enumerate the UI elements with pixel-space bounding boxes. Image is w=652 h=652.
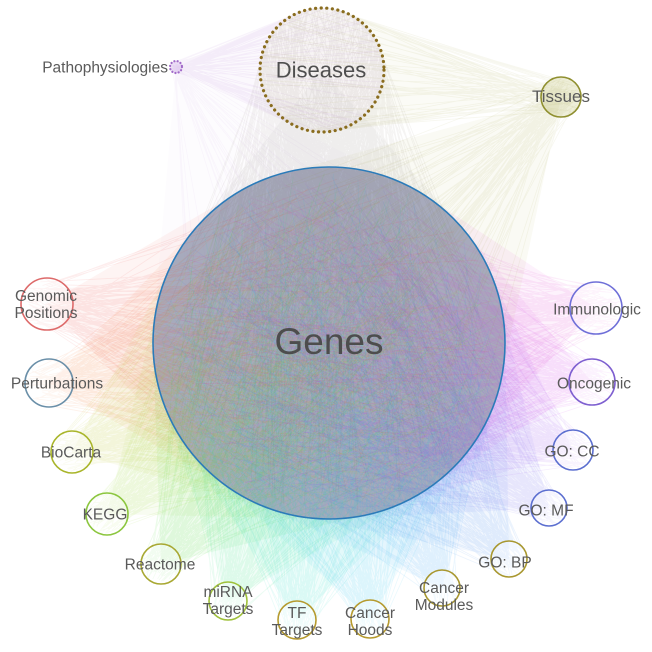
edge-lines-perturbations-genes <box>27 188 491 506</box>
node-label-go_mf: GO: MF <box>518 502 573 519</box>
edge-cone-kegg-genes <box>107 167 505 519</box>
edge-lines-reactome-genes <box>142 173 497 582</box>
node-kegg[interactable] <box>85 492 129 536</box>
node-diseases[interactable] <box>258 6 386 134</box>
node-perturbations[interactable] <box>24 358 74 408</box>
node-go_bp[interactable] <box>490 540 528 578</box>
node-label-genes: Genes <box>274 321 383 362</box>
node-label-biocarta: BioCarta <box>41 444 102 461</box>
edge-cones <box>47 8 596 621</box>
edge-lines-immunologic-genes <box>163 184 620 507</box>
edge-lines-tissues-genes <box>167 78 580 504</box>
node-go_mf[interactable] <box>530 489 568 527</box>
edge-cone-go_bp-genes <box>153 167 509 559</box>
node-label-reactome: Reactome <box>125 556 196 573</box>
node-mirna_targets[interactable] <box>208 581 248 621</box>
node-pathophysiologies[interactable] <box>168 59 184 75</box>
node-genomic_positions[interactable] <box>20 277 74 331</box>
edge-lines-oncogenic-genes <box>162 184 613 511</box>
node-label-kegg: KEGG <box>83 506 128 523</box>
node-label-tissues: Tissues <box>532 87 590 106</box>
edge-cone-perturbations-genes <box>49 167 505 519</box>
edge-cone-reactome-genes <box>153 167 505 564</box>
edge-cone-cancer_modules-genes <box>153 167 505 588</box>
node-tf_targets[interactable] <box>277 600 317 640</box>
edge-lines-biocarta-genes <box>51 190 492 502</box>
edge-cone-tf_targets-genes <box>153 167 505 621</box>
edge-cone-immunologic-genes <box>153 167 596 519</box>
edge-cone-cancer_hoods-genes <box>153 167 505 619</box>
edge-cone-biocarta-genes <box>72 167 505 519</box>
node-label-go_bp: GO: BP <box>478 554 531 571</box>
node-go_cc[interactable] <box>552 429 594 471</box>
edge-lines-kegg-genes <box>86 189 492 534</box>
node-oncogenic[interactable] <box>568 358 616 406</box>
edge-cone-pathophysiologies-diseases <box>176 8 384 133</box>
edge-lines-tissues-diseases <box>260 8 580 133</box>
node-tissues[interactable] <box>540 76 582 118</box>
node-biocarta[interactable] <box>50 430 94 474</box>
node-reactome[interactable] <box>140 543 182 585</box>
edge-cone-tissues-genes <box>153 97 561 519</box>
node-label-pathophysiologies: Pathophysiologies <box>42 59 168 76</box>
edge-lines-pathophysiologies-genes <box>171 63 490 472</box>
edge-lines-cancer_modules-genes <box>164 188 492 606</box>
node-cancer_hoods[interactable] <box>350 599 390 639</box>
node-label-oncogenic: Oncogenic <box>557 375 631 392</box>
edge-lines-go_bp-genes <box>165 176 526 577</box>
node-cancer_modules[interactable] <box>423 569 461 607</box>
node-label-perturbations: Perturbations <box>11 375 103 392</box>
edge-cone-go_cc-genes <box>153 167 574 519</box>
edge-lines-go_cc-genes <box>170 183 591 505</box>
node-label-immunologic: Immunologic <box>553 301 641 318</box>
edge-cone-go_mf-genes <box>153 167 550 519</box>
edge-lines-cancer_hoods-genes <box>164 173 496 635</box>
edge-lines-mirna_targets-genes <box>162 176 485 619</box>
edge-cone-genomic_positions-genes <box>47 167 505 519</box>
node-immunologic[interactable] <box>569 281 623 335</box>
edge-cone-tissues-diseases <box>260 8 561 133</box>
edge-lines-genomic_positions-genes <box>25 178 490 501</box>
edge-lines-go_mf-genes <box>162 184 566 525</box>
node-label-diseases: Diseases <box>276 58 366 83</box>
node-genes[interactable] <box>152 166 506 520</box>
edge-cone-mirna_targets-genes <box>153 167 505 601</box>
nodes <box>20 6 623 640</box>
node-label-go_cc: GO: CC <box>544 443 599 460</box>
